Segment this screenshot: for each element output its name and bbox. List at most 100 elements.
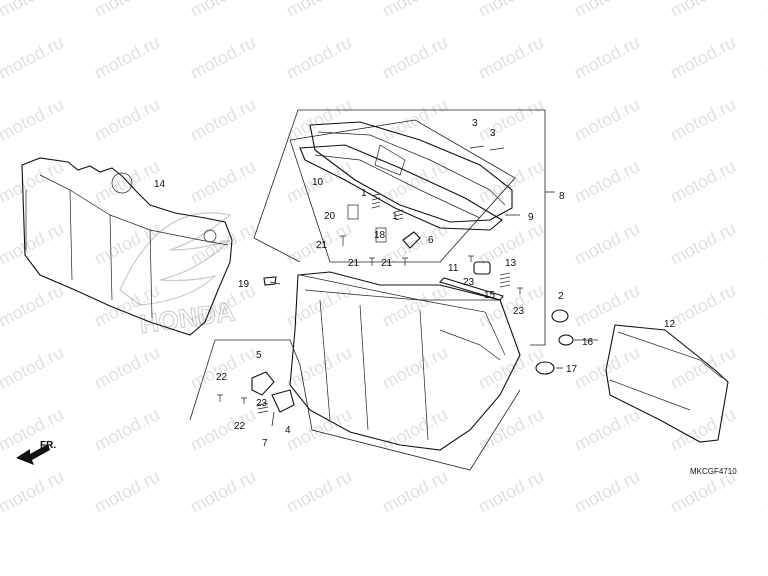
watermark-text: motod.ru: [283, 404, 355, 455]
part-number-label: 17: [566, 364, 578, 375]
watermark-text: motod.ru: [0, 280, 67, 331]
part-21-screws: [340, 235, 408, 266]
watermark-text: motod.ru: [187, 342, 259, 393]
watermark-text: motod.ru: [763, 466, 768, 517]
part-number-label: 18: [374, 230, 386, 241]
watermark-text: motod.ru: [571, 32, 643, 83]
part-19-clip: [263, 276, 277, 286]
part-7-spring: [257, 402, 269, 414]
watermark-text: motod.ru: [763, 280, 768, 331]
part-number-label: 12: [664, 319, 676, 330]
watermark-text: motod.ru: [475, 280, 547, 331]
watermark-text: motod.ru: [91, 218, 163, 269]
part-number-label: 13: [505, 258, 517, 269]
part-number-label: 20: [324, 211, 336, 222]
watermark-text: motod.ru: [571, 218, 643, 269]
part-number-label: 9: [528, 212, 534, 223]
watermark-text: motod.ru: [187, 32, 259, 83]
part-number-label: 8: [559, 191, 565, 202]
watermark-text: motod.ru: [763, 32, 768, 83]
watermark-text: motod.ru: [571, 466, 643, 517]
part-17-grommet: [535, 361, 555, 375]
part-number-label: 15: [484, 290, 496, 301]
watermark-text: motod.ru: [667, 32, 739, 83]
watermark-text: motod.ru: [91, 404, 163, 455]
watermark-text: motod.ru: [283, 94, 355, 145]
watermark-text: motod.ru: [571, 156, 643, 207]
part-16-grommet: [558, 334, 574, 346]
part-14-side-cover: [21, 157, 233, 336]
direction-arrow: FR.: [16, 440, 56, 465]
watermark-text: motod.ru: [379, 280, 451, 331]
direction-label: FR.: [40, 440, 56, 451]
watermark-text: motod.ru: [571, 94, 643, 145]
watermark-text: motod.ru: [187, 94, 259, 145]
part-number-label: 21: [348, 258, 360, 269]
leader-line: [269, 281, 281, 285]
part-number-label: 22: [216, 372, 228, 383]
part-18-collar: [375, 227, 387, 243]
part-number-label: 3: [490, 128, 496, 139]
diagram-code: MKCGF4710: [690, 467, 737, 476]
part-number-label: 16: [582, 337, 594, 348]
watermark-text: motod.ru: [571, 0, 643, 21]
part-number-label: 3: [472, 118, 478, 129]
watermark-text: motod.ru: [0, 156, 67, 207]
watermark-text: motod.ru: [283, 32, 355, 83]
watermark-text: motod.ru: [91, 0, 163, 21]
watermark-text: motod.ru: [379, 94, 451, 145]
part-number-label: 4: [285, 425, 291, 436]
part-number-label: 23: [513, 306, 525, 317]
group-9-outline: [289, 119, 520, 263]
watermark-text: motod.ru: [571, 280, 643, 331]
watermark-text: motod.ru: [475, 94, 547, 145]
watermark-text: motod.ru: [763, 156, 768, 207]
watermark-text: motod.ru: [763, 342, 768, 393]
part-3-tapes: [469, 145, 505, 151]
watermark-text: motod.ru: [379, 0, 451, 21]
watermark-text: motod.ru: [91, 94, 163, 145]
watermark-text: motod.ru: [667, 342, 739, 393]
watermark-text: motod.ru: [571, 404, 643, 455]
lock-group-outline: [189, 339, 521, 471]
watermark-text: motod.ru: [475, 466, 547, 517]
part-8-saddlebag-body: [289, 271, 521, 451]
part-number-label: 1: [392, 211, 398, 222]
part-number-label: 22: [234, 421, 246, 432]
watermark-text: motod.ru: [475, 156, 547, 207]
watermark-text: motod.ru: [667, 94, 739, 145]
watermark-text: motod.ru: [0, 0, 67, 21]
watermark-text: motod.ru: [91, 466, 163, 517]
part-number-label: 6: [428, 235, 434, 246]
watermark-text: motod.ru: [187, 218, 259, 269]
watermark-text: motod.ru: [667, 0, 739, 21]
part-number-label: 5: [256, 350, 262, 361]
watermark-text: motod.ru: [763, 404, 768, 455]
watermark-text: motod.ru: [187, 156, 259, 207]
watermark-text: motod.ru: [0, 94, 67, 145]
part-number-label: 1: [361, 188, 367, 199]
watermark-text: motod.ru: [0, 32, 67, 83]
watermark-text: motod.ru: [379, 466, 451, 517]
watermark-text: motod.ru: [763, 94, 768, 145]
part-22-screws: [217, 394, 223, 402]
part-1-spring-b: [394, 209, 404, 221]
watermark-text: motod.ru: [187, 466, 259, 517]
watermark-text: motod.ru: [0, 218, 67, 269]
part-1-spring-a: [371, 193, 381, 209]
part-10-lid-inner: [299, 144, 503, 231]
watermark-text: motod.ru: [379, 342, 451, 393]
part-4-lock-plate: [271, 389, 295, 413]
part-number-label: 14: [154, 179, 166, 190]
watermark-text: motod.ru: [0, 404, 67, 455]
part-number-label: 21: [316, 240, 328, 251]
watermark-text: motod.ru: [379, 32, 451, 83]
watermark-text: motod.ru: [283, 0, 355, 21]
part-2-grommet: [551, 309, 569, 323]
part-number-label: 2: [558, 291, 564, 302]
part-5-lock-lever: [251, 371, 275, 396]
watermark-text: motod.ru: [0, 342, 67, 393]
watermark-text: motod.ru: [475, 0, 547, 21]
